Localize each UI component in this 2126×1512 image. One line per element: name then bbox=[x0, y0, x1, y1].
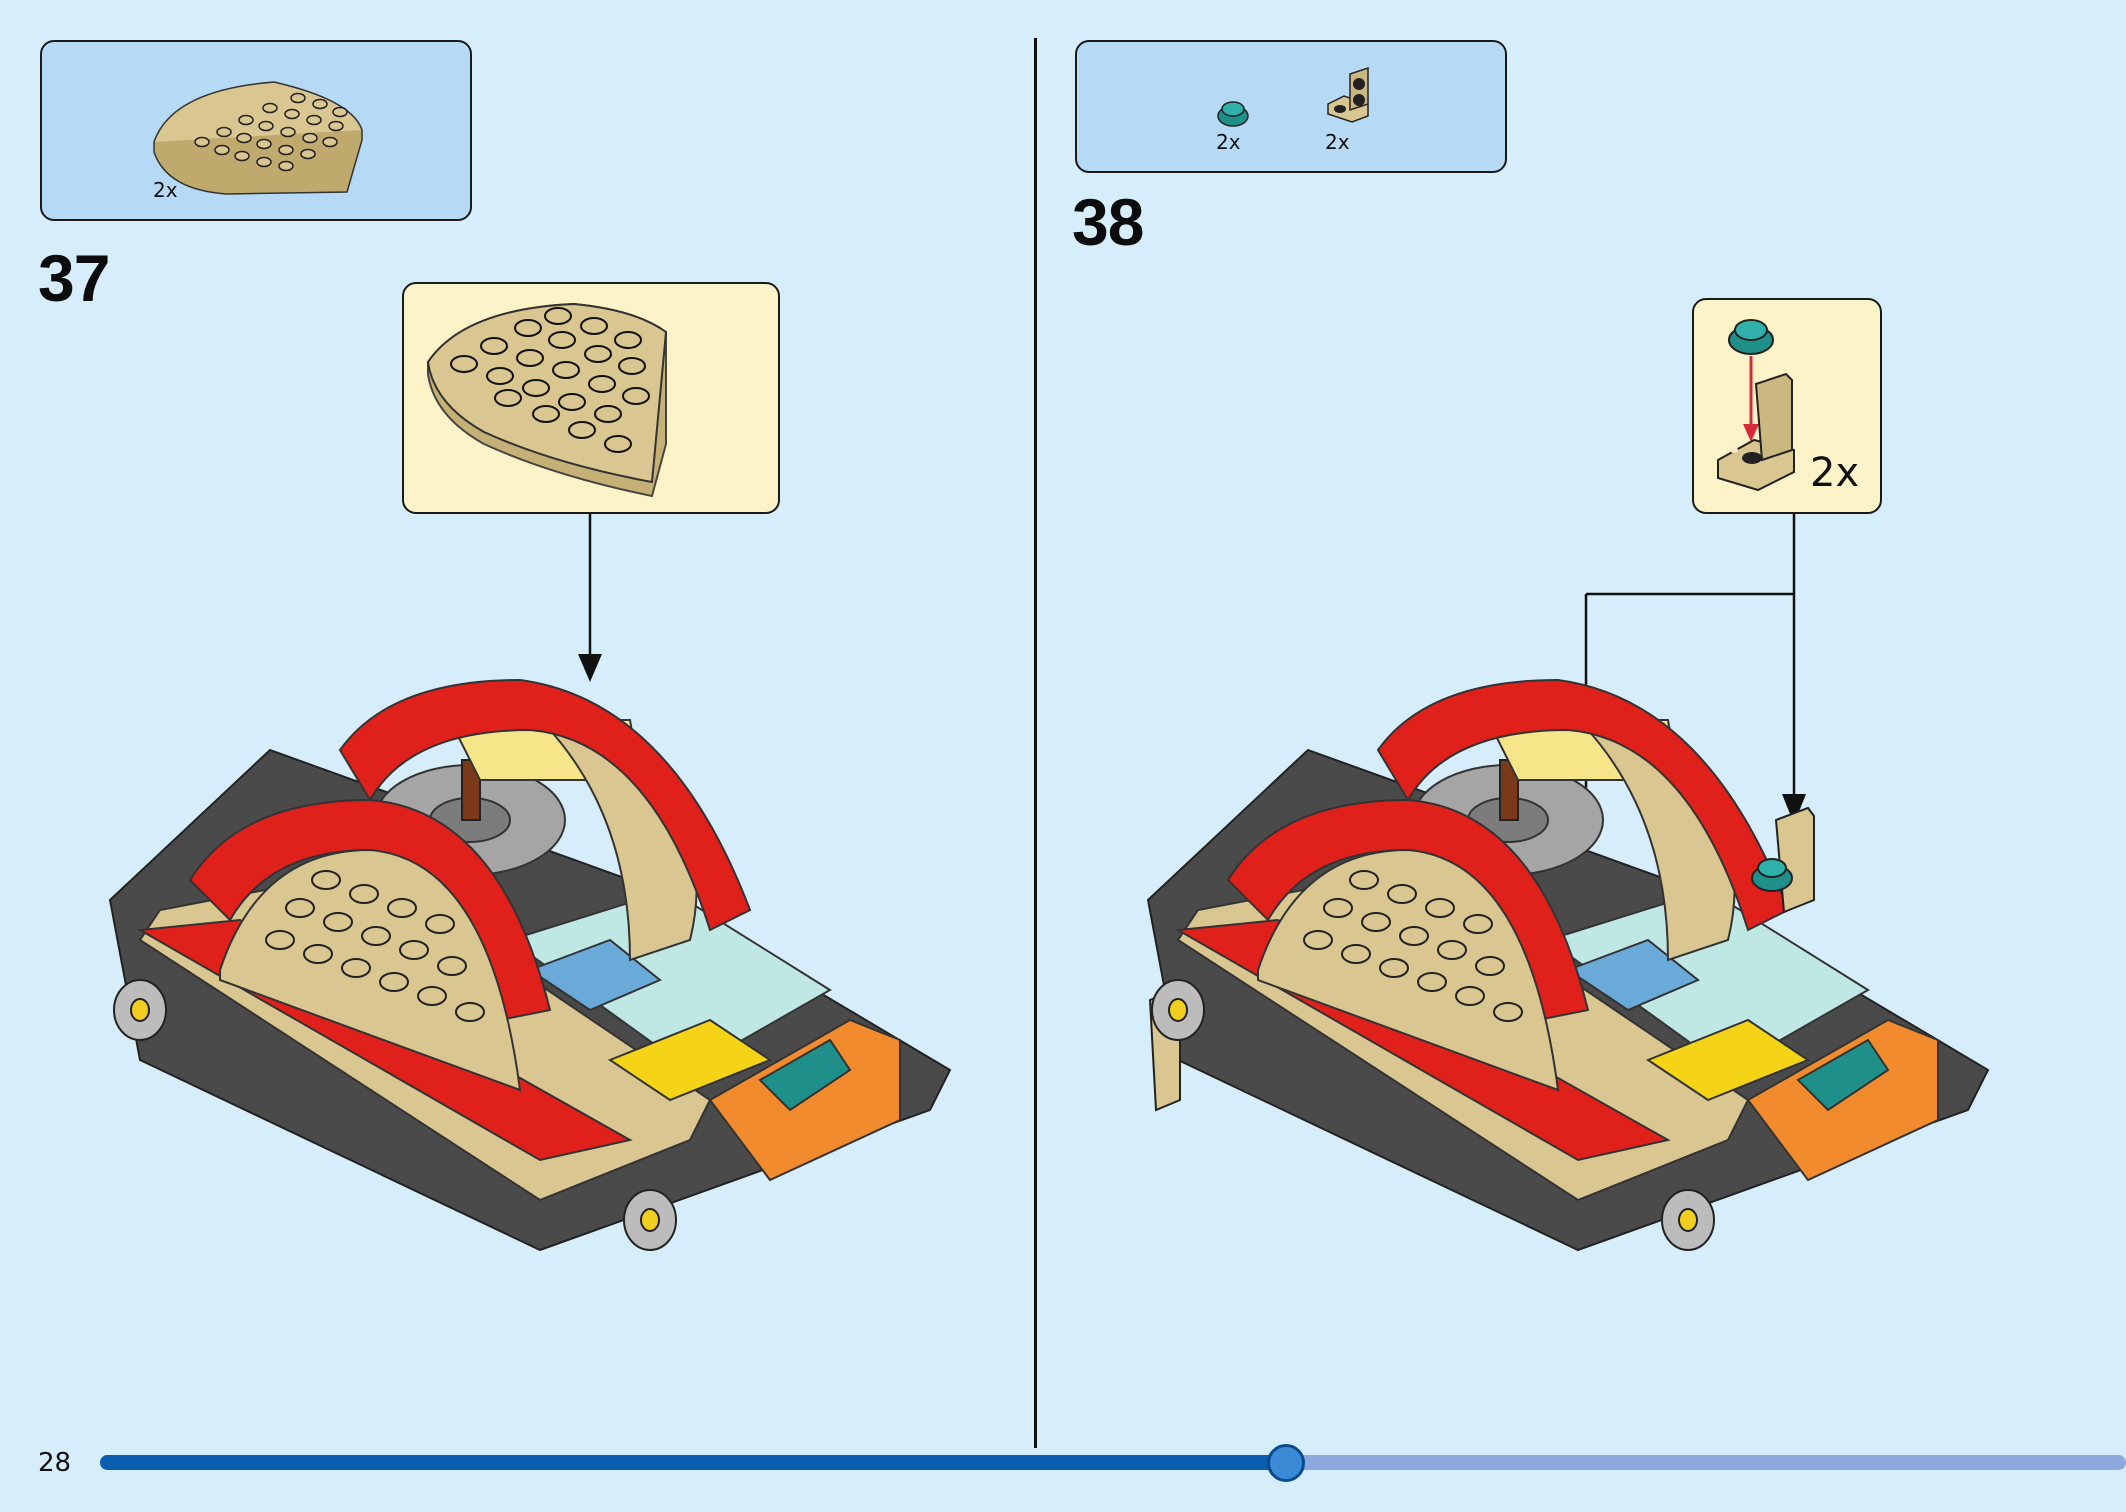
parts-list-step-37: 2x bbox=[40, 40, 472, 221]
bracket-part-icon bbox=[1327, 66, 1369, 123]
sub-assembly-callout-icon bbox=[1717, 319, 1795, 492]
model-assembly-step-38 bbox=[1146, 678, 1990, 1252]
step-number: 38 bbox=[1072, 185, 1144, 259]
progress-bar-knob[interactable] bbox=[1267, 1444, 1306, 1482]
round-plate-part-icon bbox=[1217, 101, 1249, 127]
callout-step-37 bbox=[402, 282, 780, 514]
step-37-arrow bbox=[578, 514, 602, 682]
part-qty: 2x bbox=[1216, 130, 1241, 154]
callout-qty: 2x bbox=[1810, 450, 1860, 496]
page-divider bbox=[1034, 38, 1037, 1448]
page-number: 28 bbox=[38, 1448, 72, 1478]
progress-bar-fill bbox=[100, 1455, 1286, 1470]
parts-list-step-38: 2x 2x bbox=[1075, 40, 1507, 173]
model-assembly-step-37 bbox=[108, 678, 952, 1252]
progress-bar bbox=[100, 1444, 2126, 1482]
step-number: 37 bbox=[38, 241, 110, 315]
half-round-plate-callout-icon bbox=[426, 302, 668, 498]
callout-step-38: 2x bbox=[1692, 298, 1882, 514]
part-qty: 2x bbox=[153, 178, 178, 202]
part-qty: 2x bbox=[1325, 130, 1350, 154]
half-round-plate-part-icon bbox=[153, 81, 363, 195]
